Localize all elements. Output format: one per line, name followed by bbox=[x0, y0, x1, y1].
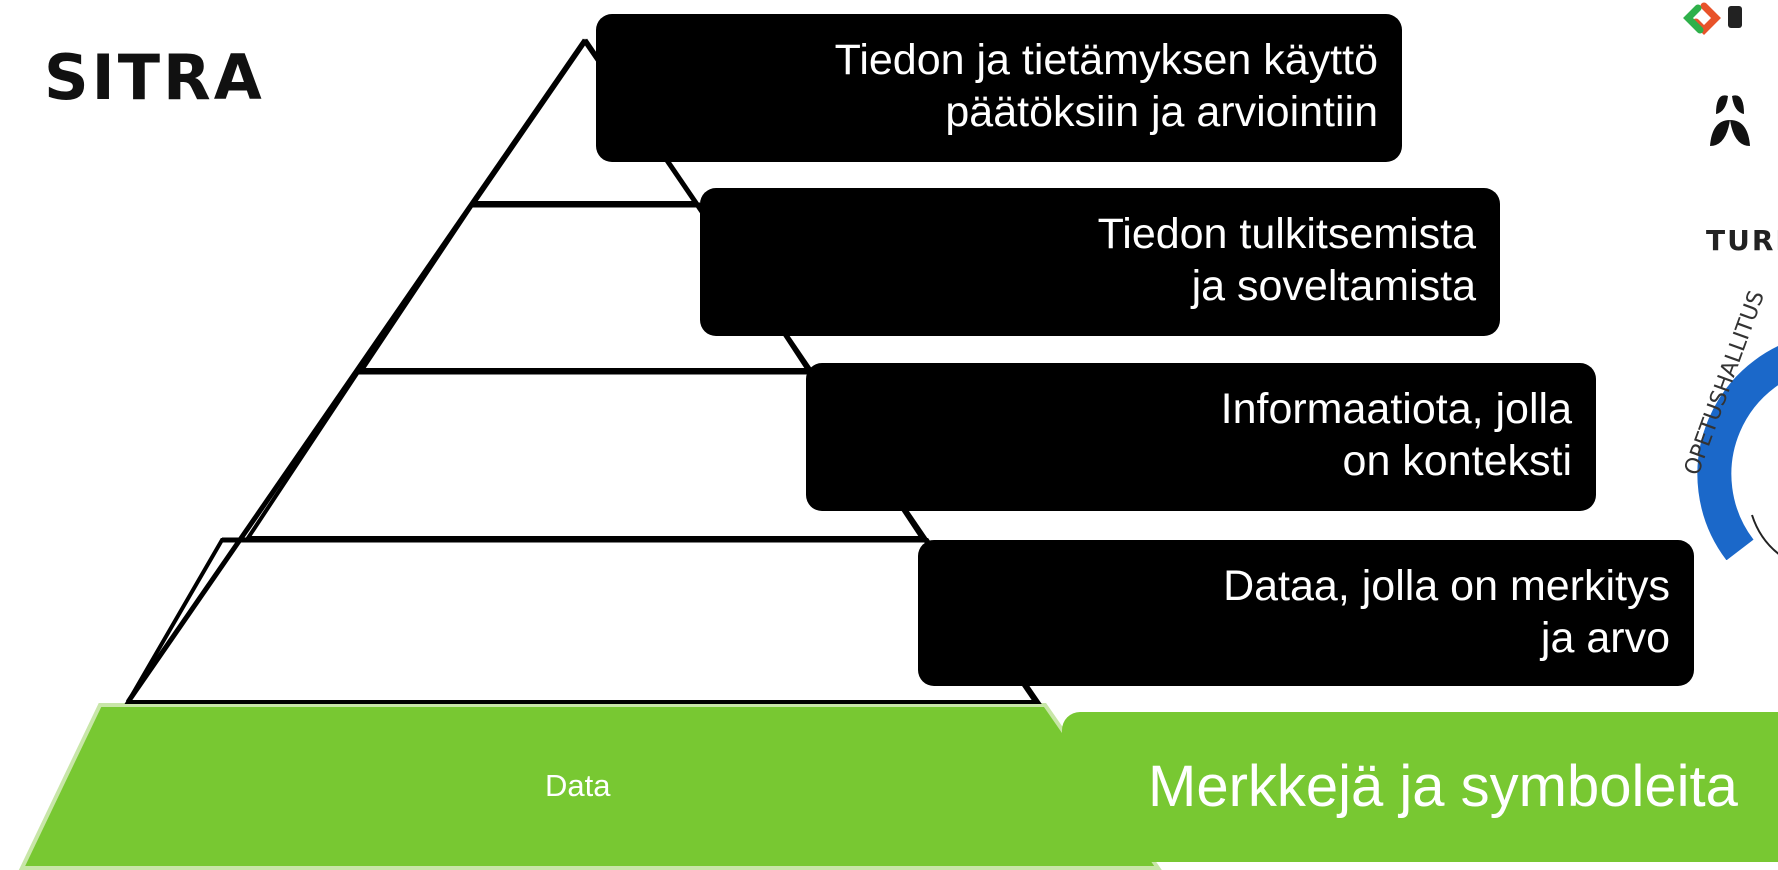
partner-logos bbox=[1683, 2, 1778, 560]
network-logo-icon bbox=[1683, 2, 1742, 35]
seal-logo-icon bbox=[1697, 346, 1778, 560]
level-3-line2: on konteksti bbox=[1342, 437, 1572, 485]
level-1-line2: päätöksiin ja arviointiin bbox=[945, 88, 1378, 136]
level-4-line2: ja arvo bbox=[1540, 614, 1670, 662]
level-3-description: Informaatiota, jolla on konteksti bbox=[806, 363, 1596, 511]
level-4-line1: Dataa, jolla on merkitys bbox=[1223, 562, 1670, 610]
level-2-line2: ja soveltamista bbox=[1191, 262, 1476, 310]
turku-logo-text: TURK bbox=[1706, 224, 1778, 257]
sitra-logo: SITRA bbox=[44, 41, 265, 114]
level-2-line1: Tiedon tulkitsemista bbox=[1097, 210, 1476, 258]
base-description: Merkkejä ja symboleita bbox=[1062, 712, 1778, 862]
level-1-description: Tiedon ja tietämyksen käyttö päätöksiin … bbox=[596, 14, 1402, 162]
pyramid-base-data bbox=[18, 703, 1162, 870]
level-1-line1: Tiedon ja tietämyksen käyttö bbox=[834, 36, 1378, 84]
level-4-description: Dataa, jolla on merkitys ja arvo bbox=[918, 540, 1694, 686]
level-3-line1: Informaatiota, jolla bbox=[1220, 385, 1572, 433]
level-2-description: Tiedon tulkitsemista ja soveltamista bbox=[700, 188, 1500, 336]
pyramid-level-4 bbox=[124, 538, 1042, 704]
leaf-logo-icon bbox=[1710, 95, 1750, 146]
base-label: Data bbox=[545, 768, 611, 803]
